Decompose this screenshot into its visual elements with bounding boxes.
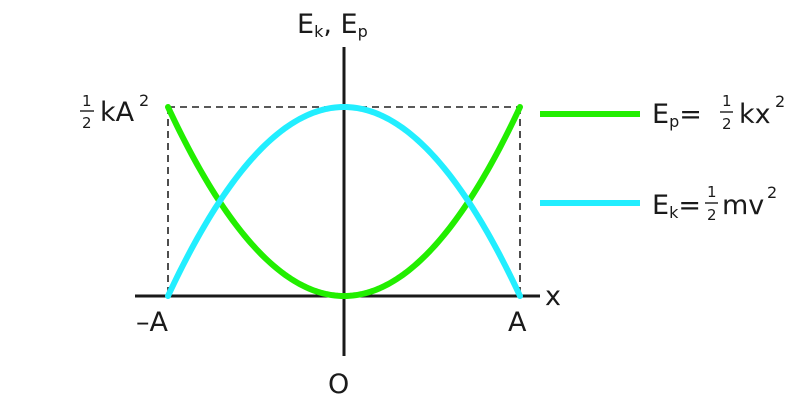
x-axis-label: x — [545, 281, 561, 312]
series-line-kinetic-energy — [165, 103, 523, 299]
legend-label-potential-exponent: 2 — [775, 92, 785, 111]
max-energy-label: 1 2 kA 2 — [80, 91, 149, 132]
legend-label-kinetic-numerator: 1 — [707, 183, 717, 201]
legend-item-kinetic-energy: Ek= 1 2 mv 2 — [540, 183, 777, 224]
dashed-guides — [167, 106, 521, 296]
y-axis-label: Ek, Ep — [297, 9, 368, 41]
legend-label-potential-numerator: 1 — [722, 92, 732, 110]
x-tick-label-right: A — [508, 307, 527, 338]
legend-label-kinetic-expr: mv — [722, 190, 764, 221]
legend-label-kinetic-denominator: 2 — [707, 206, 717, 224]
legend-label-potential-expr: kx — [739, 99, 771, 130]
origin-label: O — [328, 369, 349, 400]
legend: Ep= 1 2 kx 2 Ek= 1 2 mv 2 — [540, 92, 785, 224]
max-label-denominator: 2 — [82, 114, 92, 132]
max-label-text: kA — [100, 97, 135, 128]
legend-label-potential-denominator: 2 — [722, 115, 732, 133]
legend-item-potential-energy: Ep= 1 2 kx 2 — [540, 92, 785, 133]
max-label-exponent: 2 — [139, 91, 149, 110]
legend-label-kinetic-exponent: 2 — [767, 183, 777, 202]
legend-label-kinetic-main: Ek= — [652, 190, 701, 222]
max-label-numerator: 1 — [82, 92, 92, 110]
x-tick-label-left: –A — [136, 307, 169, 338]
legend-label-potential-main: Ep= — [652, 99, 702, 131]
series-line-potential-energy — [165, 104, 523, 300]
